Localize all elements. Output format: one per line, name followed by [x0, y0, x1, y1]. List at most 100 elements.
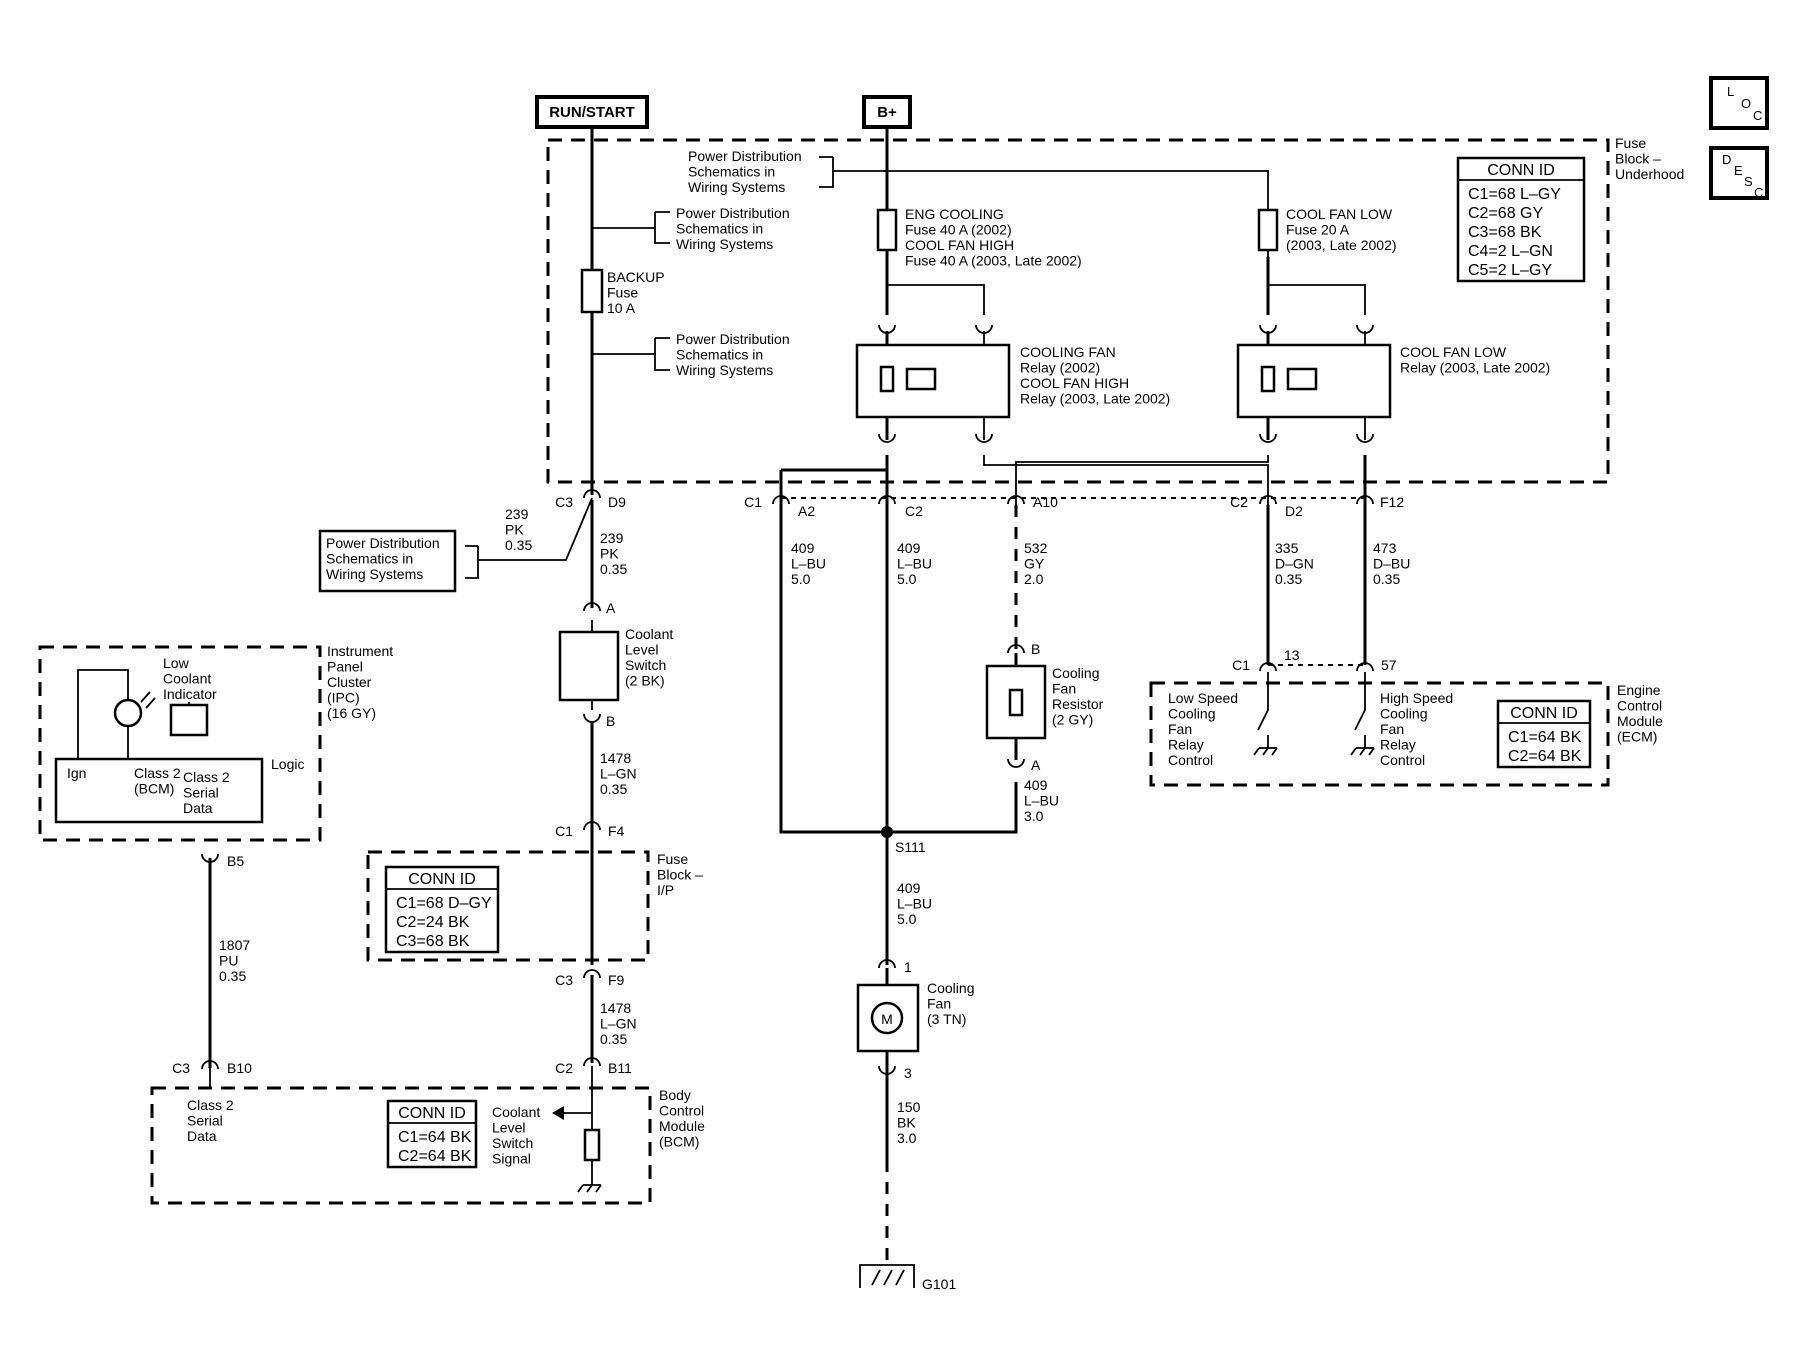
coolant-switch-pin-a: A [606, 600, 616, 616]
wire-1807-label-line: 0.35 [219, 968, 246, 984]
ipc-indicator-feed [77, 669, 129, 759]
relay-high-switch-out [983, 455, 1269, 505]
connector-b5-label: B5 [227, 853, 244, 869]
ipc-indicator-label-line: Low [163, 655, 190, 671]
wire-1478-upper-line: L–GN [600, 766, 637, 782]
cooling-fan-relay-pin-4 [975, 433, 993, 443]
power-dist-note-3-line: Wiring Systems [688, 179, 785, 195]
module-boundaries [38, 138, 1610, 1205]
cooling-fan-relay-label-line: Relay (2002) [1020, 360, 1100, 376]
ecm-low-speed-label-line: Control [1168, 752, 1213, 768]
wire-409-center-label-line: 5.0 [897, 571, 917, 587]
fuse-block-ip-label-line: Fuse [657, 851, 688, 867]
wire-150-label-line: 3.0 [897, 1130, 917, 1146]
power-dist-box-left [318, 529, 457, 593]
connector-f12 [1356, 495, 1374, 505]
fuse-block-underhood-label-line: Fuse [1615, 135, 1646, 151]
b-plus-label: B+ [877, 104, 897, 121]
ecm-conn-id [1496, 699, 1592, 769]
ecm-pin-57-label: 57 [1381, 657, 1397, 673]
connector-d2-label: D2 [1285, 503, 1303, 519]
cool-fan-low-relay-label-line: Relay (2003, Late 2002) [1400, 360, 1550, 376]
connector-c2-label: C2 [555, 1060, 573, 1076]
coolant-switch-label-line: Coolant [625, 626, 673, 642]
ipc-serial-label-line: Data [183, 800, 213, 816]
wire-409-resistor-label-line: 409 [1024, 777, 1048, 793]
motor-symbol: M [881, 1011, 893, 1027]
coolant-switch-label-line: Level [625, 642, 658, 658]
eng-cooling-fuse-label-line: COOL FAN HIGH [905, 237, 1014, 253]
coolant-switch-pin-b: B [606, 713, 615, 729]
wire-473-label-line: 473 [1373, 540, 1397, 556]
power-dist-note-3-line: Schematics in [688, 164, 775, 180]
ecm-low-ground-icon [1253, 747, 1278, 756]
fan-connector-1 [878, 959, 896, 969]
backup-fuse-label-line: BACKUP [607, 269, 665, 285]
wire-473-label-line: 0.35 [1373, 571, 1400, 587]
cooling-fan-relay-switch-feed [887, 284, 985, 315]
connector-d2 [1259, 495, 1277, 505]
wire-409-left-label-line: L–BU [791, 556, 826, 572]
ecm-high-speed-label-line: High Speed [1380, 690, 1453, 706]
cooling-fan-relay-coil-resistor [879, 365, 895, 393]
ecm-high-speed-label-line: Fan [1380, 721, 1404, 737]
ipc-label-line: (IPC) [327, 690, 360, 706]
underhood-conn-id-row: C3=68 BK [1468, 224, 1542, 241]
wire-239-right-line: 239 [600, 530, 624, 546]
ecm-low-speed-driver [1257, 672, 1269, 748]
underhood-conn-id-row: C5=2 L–GY [1468, 262, 1552, 279]
loc-icon-letter: C [1753, 108, 1762, 123]
power-dist-branch-239 [465, 497, 593, 579]
connector-c1-f4 [583, 821, 601, 831]
wire-239-right-line: PK [600, 546, 619, 562]
desc-icon-letter: E [1734, 163, 1743, 178]
wire-532-label-line: GY [1024, 556, 1045, 572]
cool-fan-low-fuse [1257, 208, 1279, 252]
fuse-block-underhood-boundary [546, 138, 1610, 484]
connector-f4-label: F4 [608, 823, 625, 839]
fan-pin-1: 1 [904, 959, 912, 975]
connector-c1-top-label: C1 [744, 494, 762, 510]
arrow-left-icon [552, 1106, 564, 1120]
cool-fan-low-relay-label-line: COOL FAN LOW [1400, 344, 1507, 360]
underhood-conn-id-row: C1=68 L–GY [1468, 186, 1561, 203]
wire-239-left-line: 0.35 [505, 537, 532, 553]
power-dist-tap-1 [592, 211, 670, 244]
loc-icon-letter: L [1727, 84, 1734, 99]
wire-1478-lower-label-line: 1478 [600, 1000, 631, 1016]
b-plus-tag [862, 95, 912, 129]
cooling-fan-resistor [1008, 688, 1024, 717]
coolant-switch-connector-b [583, 713, 601, 723]
power-dist-note-2-line: Schematics in [676, 347, 763, 363]
underhood-conn-id [1456, 156, 1586, 283]
bcm-conn-id-title: CONN ID [398, 1105, 466, 1122]
wire-473-label-line: D–BU [1373, 556, 1410, 572]
splice-s111-label: S111 [895, 839, 926, 855]
wire-239-left-line: PK [505, 522, 524, 538]
wire-532-label-line: 532 [1024, 540, 1048, 556]
cool-fan-low-relay-pin-2 [1356, 324, 1374, 334]
cooling-fan-label-line: (3 TN) [927, 1011, 966, 1027]
ipc-indicator-label-line: Coolant [163, 671, 211, 687]
connector-f9-label: F9 [608, 972, 625, 988]
wire-409-resistor-label-line: L–BU [1024, 793, 1059, 809]
power-dist-note-1-line: Schematics in [676, 221, 763, 237]
underhood-conn-id-title: CONN ID [1487, 162, 1555, 179]
cool-fan-low-relay-pin-4 [1356, 433, 1374, 443]
relay-low-switch-out [1015, 455, 1269, 505]
wire-409-fan-label-line: 5.0 [897, 911, 917, 927]
connector-a10 [1007, 495, 1025, 505]
desc-icon [1709, 146, 1769, 200]
connector-c3-f9-label: C3 [555, 972, 573, 988]
ecm-label-line: Module [1617, 713, 1663, 729]
ecm-high-ground-icon [1350, 747, 1375, 756]
backup-fuse [580, 268, 604, 314]
ecm-label-line: (ECM) [1617, 729, 1657, 745]
connector-c2-b11 [583, 1057, 601, 1067]
wire-409-resistor-label-line: 3.0 [1024, 808, 1044, 824]
wire-239-left-line: 239 [505, 506, 529, 522]
wire-532-label-line: 2.0 [1024, 571, 1044, 587]
ecm-low-speed-label-line: Cooling [1168, 706, 1215, 722]
